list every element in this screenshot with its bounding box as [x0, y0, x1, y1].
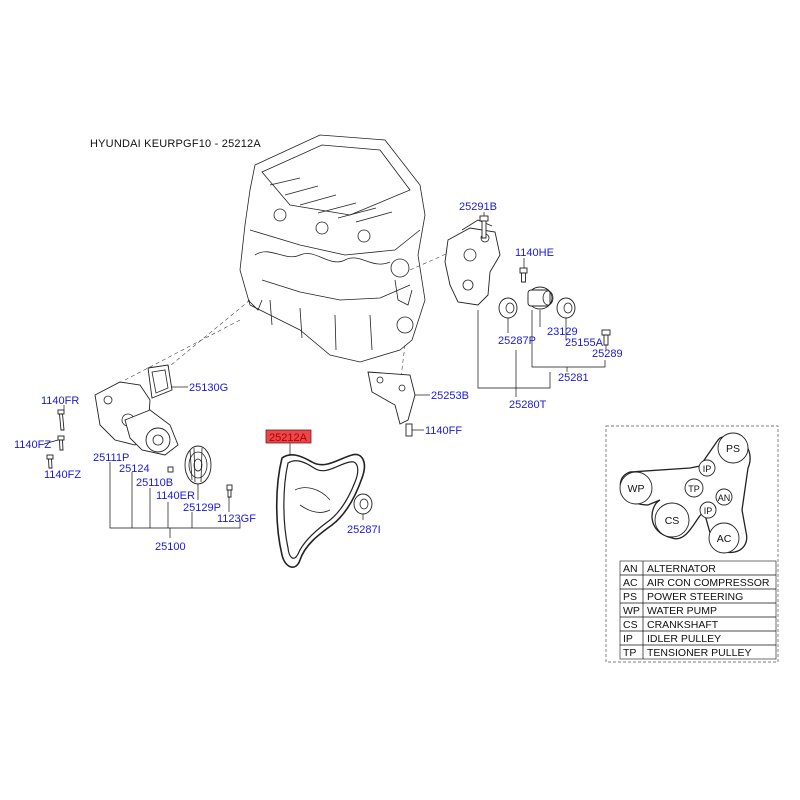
label-25110B[interactable]: 25110B [136, 477, 173, 489]
pulley-label-an: AN [718, 493, 731, 503]
legend-row: PS POWER STEERING [623, 591, 743, 603]
legend-row: AC AIR CON COMPRESSOR [623, 577, 770, 589]
bracket-25253B [367, 371, 416, 437]
pulley-ip-2 [699, 501, 717, 519]
label-1123GF[interactable]: 1123GF [217, 513, 256, 525]
leader-lines [43, 212, 607, 538]
legend-table: AN ALTERNATOR AC AIR CON COMPRESSOR PS P… [619, 560, 777, 660]
label-1140FZ-a[interactable]: 1140FZ [14, 439, 51, 451]
drive-belt-25212A [275, 453, 373, 568]
diagram-title: HYUNDAI KEURPGF10 - 25212A [90, 138, 261, 150]
engine-block-illustration [239, 134, 426, 363]
pulley-ac [708, 522, 740, 554]
bracket-assembly [444, 215, 611, 346]
legend-row: WP WATER PUMP [623, 605, 717, 617]
label-1140HE[interactable]: 1140HE [515, 247, 554, 259]
highlight-box-25212A [265, 429, 312, 444]
pulley-label-cs: CS [665, 515, 680, 527]
label-25253B[interactable]: 25253B [431, 390, 469, 402]
legend-code: TP [623, 647, 636, 659]
label-25287I[interactable]: 25287I [347, 524, 381, 536]
pulley-tp [684, 478, 704, 498]
label-25124[interactable]: 25124 [119, 463, 150, 475]
label-25155A[interactable]: 25155A [565, 337, 604, 349]
water-pump-assembly [46, 364, 233, 498]
label-25289[interactable]: 25289 [592, 348, 623, 360]
legend-code: IP [623, 633, 633, 645]
legend-code: CS [623, 619, 638, 631]
legend-code: AN [623, 563, 638, 575]
legend-name: CRANKSHAFT [647, 619, 719, 631]
legend-name: POWER STEERING [647, 591, 743, 603]
part-labels: 25291B 1140HE 23129 25155A 25289 25287P … [14, 201, 623, 553]
label-25280T[interactable]: 25280T [509, 399, 547, 411]
legend-code: WP [623, 605, 640, 617]
pulley-label-ip-2: IP [704, 506, 713, 516]
pulley-label-ps: PS [726, 443, 740, 455]
label-23129[interactable]: 23129 [547, 326, 578, 338]
pulley-an [715, 488, 733, 506]
pulley-cs [654, 502, 690, 538]
pulley-label-ip-1: IP [703, 464, 712, 474]
legend-code: AC [623, 577, 638, 589]
label-25100[interactable]: 25100 [155, 541, 186, 553]
pulley-ip-1 [698, 459, 716, 477]
legend-row: CS CRANKSHAFT [623, 619, 719, 631]
legend-code: PS [623, 591, 637, 603]
pulley-ps [717, 432, 749, 464]
label-1140FZ-b[interactable]: 1140FZ [44, 469, 81, 481]
legend-name: ALTERNATOR [647, 563, 716, 575]
pulley-label-wp: WP [628, 483, 645, 495]
label-25212A[interactable]: 25212A [269, 432, 308, 444]
legend-name: AIR CON COMPRESSOR [647, 577, 770, 589]
pulley-label-tp: TP [688, 484, 700, 494]
label-25287P[interactable]: 25287P [498, 335, 536, 347]
legend-row: AN ALTERNATOR [623, 563, 716, 575]
label-25130G[interactable]: 25130G [189, 382, 228, 394]
assembly-lines [124, 249, 456, 386]
label-25111P[interactable]: 25111P [93, 452, 129, 464]
label-25291B[interactable]: 25291B [459, 201, 497, 213]
legend-name: IDLER PULLEY [647, 633, 721, 645]
legend-name: WATER PUMP [647, 605, 717, 617]
legend-row: IP IDLER PULLEY [623, 633, 721, 645]
legend-name: TENSIONER PULLEY [647, 647, 751, 659]
belt-routing-panel: PS IP WP TP AN IP CS AC AN ALTERNATOR AC… [605, 425, 779, 663]
label-1140FF[interactable]: 1140FF [425, 425, 462, 437]
pulley-label-ac: AC [717, 533, 732, 545]
legend-row: TP TENSIONER PULLEY [623, 647, 751, 659]
label-25281[interactable]: 25281 [558, 372, 589, 384]
label-1140FR[interactable]: 1140FR [41, 395, 79, 407]
label-1140ER[interactable]: 1140ER [156, 490, 195, 502]
label-25129P[interactable]: 25129P [183, 502, 221, 514]
pulley-wp [619, 471, 653, 505]
